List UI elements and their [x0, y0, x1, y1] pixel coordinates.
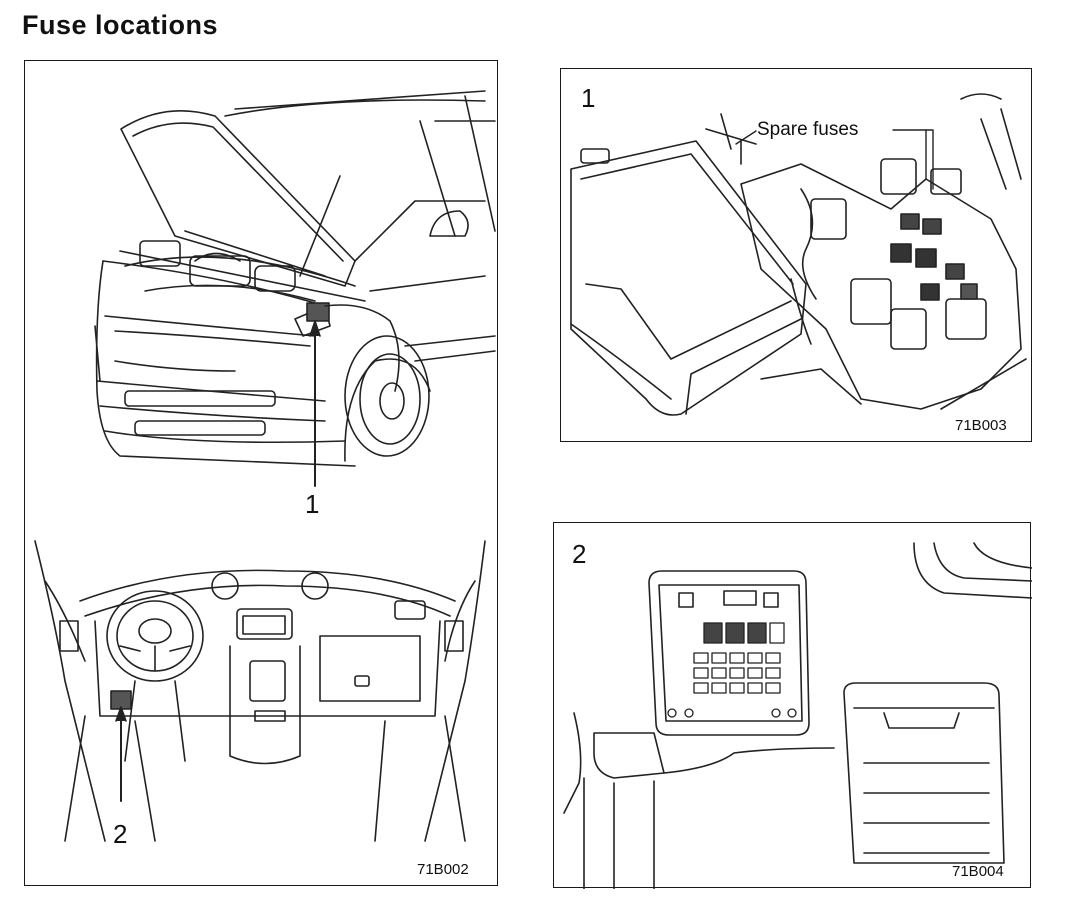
vehicle-overview-panel: 1 2 71B002	[24, 60, 498, 886]
figure-code: 71B003	[955, 417, 1007, 434]
vehicle-illustration	[34, 90, 496, 842]
figure-code: 71B002	[417, 861, 469, 878]
figure-code: 71B004	[952, 863, 1004, 880]
dashboard-drawing	[34, 540, 486, 842]
engine-fuse-box-panel: 1 Spare fuses 71B003	[560, 68, 1032, 442]
panel-number: 2	[572, 539, 587, 569]
spare-fuses-callout: Spare fuses	[757, 119, 859, 140]
engine-compartment-label: 1	[305, 489, 320, 519]
engine-fuse-box-illustration	[570, 93, 1027, 416]
car-front-drawing	[94, 90, 496, 487]
interior-fuse-panel-illustration	[563, 542, 1032, 889]
panel-number: 1	[581, 83, 596, 113]
interior-panel-label: 2	[113, 819, 128, 849]
interior-fuse-panel: 2 71B004	[553, 522, 1032, 889]
page-title: Fuse locations	[22, 10, 219, 40]
